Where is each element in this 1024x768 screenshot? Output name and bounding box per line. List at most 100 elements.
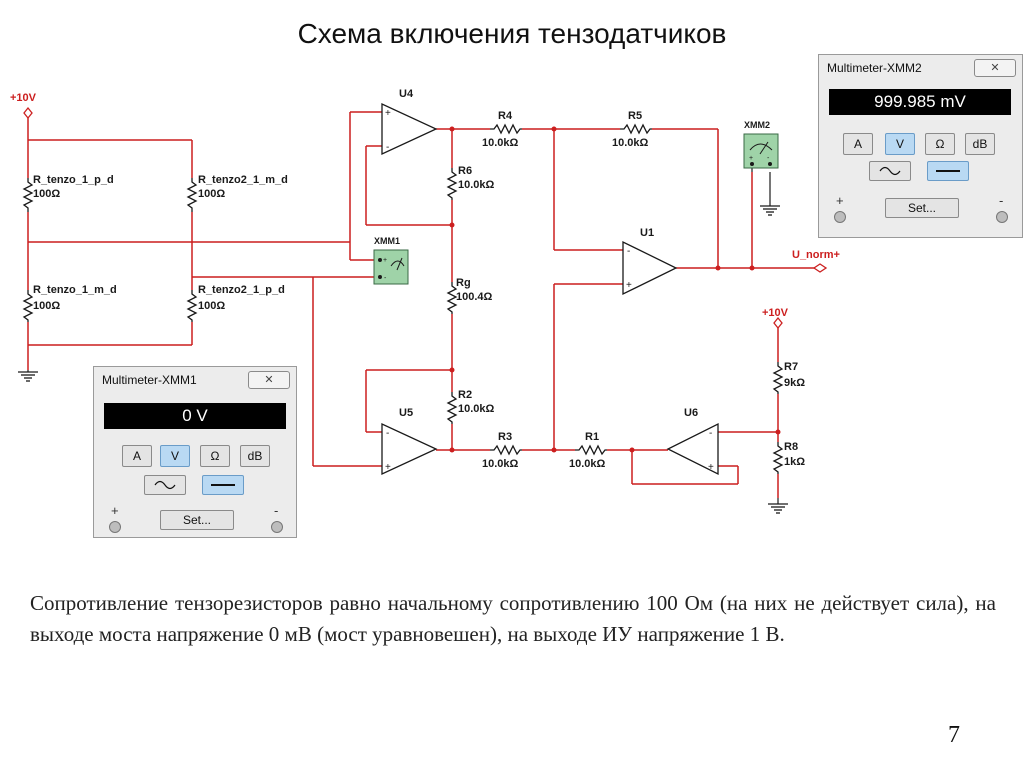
opamp-u6: [666, 422, 719, 476]
svg-text:+: +: [385, 108, 391, 119]
svg-text:-: -: [767, 155, 770, 162]
positive-terminal[interactable]: [834, 211, 846, 223]
resistor-rg: [446, 282, 458, 314]
label-r8-val: 1kΩ: [784, 456, 805, 468]
resistor-r-tenzo-1-m-d: [22, 290, 34, 322]
multimeter-xmm2-panel: Multimeter-XMM2 ✕ 999.985 mV A V Ω dB + …: [818, 54, 1023, 238]
label-r-tenzo-1-p-d-val: 100Ω: [33, 188, 60, 200]
resistor-r8: [772, 442, 784, 474]
label-supply-right: +10V: [762, 307, 789, 319]
dc-mode-button[interactable]: [202, 475, 244, 495]
decibel-button[interactable]: dB: [965, 133, 995, 155]
circuit-schematic: + - - + - + - + + -: [10, 88, 840, 514]
label-r2: R2: [458, 389, 472, 401]
output-terminal-diamond: [812, 263, 828, 273]
label-r7: R7: [784, 361, 798, 373]
dc-line-icon: [211, 484, 235, 486]
multimeter-xmm2-display: 999.985 mV: [829, 89, 1011, 115]
ac-mode-button[interactable]: [144, 475, 186, 495]
label-rg-val: 100.4Ω: [456, 291, 493, 303]
svg-text:+: +: [626, 280, 632, 291]
svg-text:-: -: [709, 428, 712, 439]
label-u-norm: U_norm+: [792, 249, 840, 261]
set-button[interactable]: Set...: [885, 198, 959, 218]
ohmmeter-button[interactable]: Ω: [200, 445, 230, 467]
label-r6: R6: [458, 165, 472, 177]
multimeter-xmm1-display: 0 V: [104, 403, 286, 429]
label-r8: R8: [784, 441, 798, 453]
resistor-r-tenzo-1-p-d: [22, 178, 34, 212]
page-number: 7: [948, 722, 960, 748]
positive-terminal[interactable]: [109, 521, 121, 533]
label-r3-val: 10.0kΩ: [482, 458, 519, 470]
voltmeter-button[interactable]: V: [160, 445, 190, 467]
resistor-r3: [490, 444, 522, 456]
label-u1: U1: [640, 227, 654, 239]
label-r-tenzo2-1-m-d: R_tenzo2_1_m_d: [198, 174, 288, 186]
svg-text:+: +: [383, 257, 387, 264]
description-text: Сопротивление тензорезисторов равно нача…: [30, 591, 996, 646]
svg-text:+: +: [708, 462, 714, 473]
label-r2-val: 10.0kΩ: [458, 403, 495, 415]
voltmeter-button[interactable]: V: [885, 133, 915, 155]
label-r-tenzo2-1-p-d-val: 100Ω: [198, 300, 225, 312]
close-icon[interactable]: ✕: [248, 371, 290, 389]
set-button[interactable]: Set...: [160, 510, 234, 530]
resistor-r4: [490, 123, 522, 135]
label-u5: U5: [399, 407, 413, 419]
svg-text:-: -: [386, 428, 389, 439]
resistors: [22, 123, 784, 474]
label-r7-val: 9kΩ: [784, 377, 805, 389]
sine-wave-icon: [879, 166, 901, 176]
multimeter-xmm2-titlebar[interactable]: Multimeter-XMM2 ✕: [819, 55, 1022, 81]
decibel-button[interactable]: dB: [240, 445, 270, 467]
resistor-r-tenzo2-1-m-d: [186, 178, 198, 212]
positive-terminal-label: +: [836, 193, 844, 208]
op-amps: [381, 102, 719, 476]
label-r-tenzo2-1-p-d: R_tenzo2_1_p_d: [198, 284, 285, 296]
label-u6: U6: [684, 407, 698, 419]
label-r-tenzo-1-m-d: R_tenzo_1_m_d: [33, 284, 117, 296]
negative-terminal-label: -: [999, 193, 1004, 208]
ohmmeter-button[interactable]: Ω: [925, 133, 955, 155]
negative-terminal[interactable]: [271, 521, 283, 533]
resistor-r-tenzo2-1-p-d: [186, 290, 198, 322]
resistor-r6: [446, 168, 458, 200]
label-r1: R1: [585, 431, 599, 443]
multimeter-xmm2-title: Multimeter-XMM2: [827, 61, 922, 75]
svg-text:-: -: [384, 275, 387, 282]
ac-mode-button[interactable]: [869, 161, 911, 181]
label-r-tenzo-1-m-d-val: 100Ω: [33, 300, 60, 312]
label-u4: U4: [399, 88, 414, 100]
close-icon[interactable]: ✕: [974, 59, 1016, 77]
ammeter-button[interactable]: A: [122, 445, 152, 467]
label-xmm1: XMM1: [374, 236, 400, 246]
junctions: [449, 126, 781, 453]
component-labels: +10V +10V R_tenzo_1_p_d 100Ω R_tenzo2_1_…: [10, 88, 840, 470]
opamp-u4: [381, 102, 438, 156]
supply-right-diamond: [773, 316, 783, 330]
ammeter-button[interactable]: A: [843, 133, 873, 155]
sine-wave-icon: [154, 480, 176, 490]
label-rg: Rg: [456, 277, 471, 289]
opamp-u1: [622, 240, 678, 296]
label-r3: R3: [498, 431, 512, 443]
supply-left-diamond: [23, 106, 33, 120]
xmm1-symbol[interactable]: + -: [373, 249, 409, 285]
label-supply-left: +10V: [10, 92, 37, 104]
negative-terminal[interactable]: [996, 211, 1008, 223]
dc-mode-button[interactable]: [927, 161, 969, 181]
resistor-r7: [772, 362, 784, 394]
svg-text:-: -: [386, 142, 389, 153]
page-title: Схема включения тензодатчиков: [297, 18, 727, 49]
multimeter-xmm1-titlebar[interactable]: Multimeter-XMM1 ✕: [94, 367, 296, 393]
resistor-r5: [620, 123, 652, 135]
resistor-r1: [575, 444, 607, 456]
label-r1-val: 10.0kΩ: [569, 458, 606, 470]
opamp-u5: [381, 422, 438, 476]
dc-line-icon: [936, 170, 960, 172]
xmm2-symbol[interactable]: + -: [743, 133, 779, 169]
label-r4: R4: [498, 110, 513, 122]
multimeter-xmm1-panel: Multimeter-XMM1 ✕ 0 V A V Ω dB + - Set..…: [93, 366, 297, 538]
label-r4-val: 10.0kΩ: [482, 137, 519, 149]
